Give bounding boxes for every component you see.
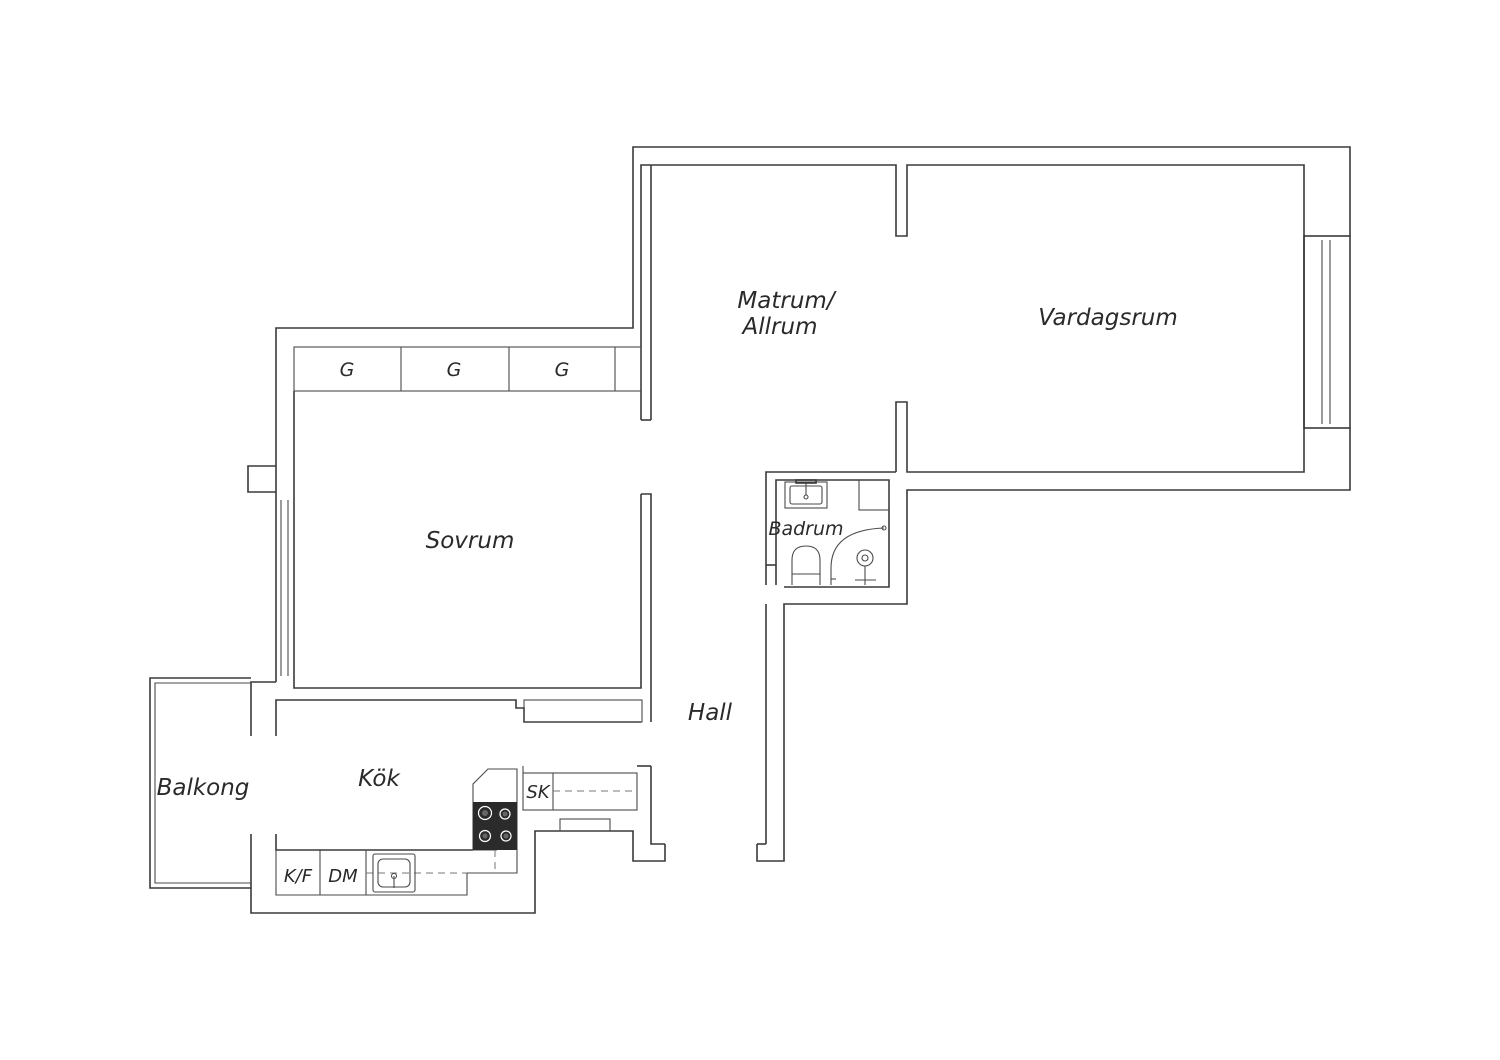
kitchen-sink-icon — [372, 853, 416, 893]
closet-label: SK — [526, 782, 550, 803]
inner-walls — [275, 164, 1305, 851]
stove-icon — [473, 802, 517, 850]
room-label-kok: Kök — [358, 766, 401, 792]
radiator — [559, 818, 611, 832]
bathroom-sink-icon — [784, 479, 828, 509]
balcony — [149, 677, 251, 889]
bathroom-cabinet — [858, 479, 890, 511]
room-label-hall: Hall — [688, 700, 733, 726]
wardrobe-label-2: G — [447, 359, 462, 381]
wardrobe-row — [293, 346, 642, 392]
room-label-balkong: Balkong — [157, 775, 250, 801]
shower-icon — [830, 525, 887, 585]
fridge-freezer-label: K/F — [284, 866, 313, 887]
room-label-matrum-line1: Matrum/ — [737, 288, 836, 314]
hall-closet — [522, 766, 638, 811]
window-living-room — [1303, 235, 1351, 429]
wardrobe-label-1: G — [340, 359, 355, 381]
toilet-icon — [791, 545, 821, 585]
room-label-badrum: Badrum — [768, 518, 843, 540]
room-label-vardagsrum: Vardagsrum — [1038, 305, 1178, 331]
room-label-matrum-line2: Allrum — [741, 314, 818, 340]
room-label-sovrum: Sovrum — [426, 528, 515, 554]
wardrobe-label-3: G — [555, 359, 570, 381]
hall-shelf — [523, 699, 643, 723]
window-bedroom — [280, 500, 289, 676]
dishwasher-label: DM — [328, 866, 358, 887]
kitchen-counter — [275, 768, 518, 896]
